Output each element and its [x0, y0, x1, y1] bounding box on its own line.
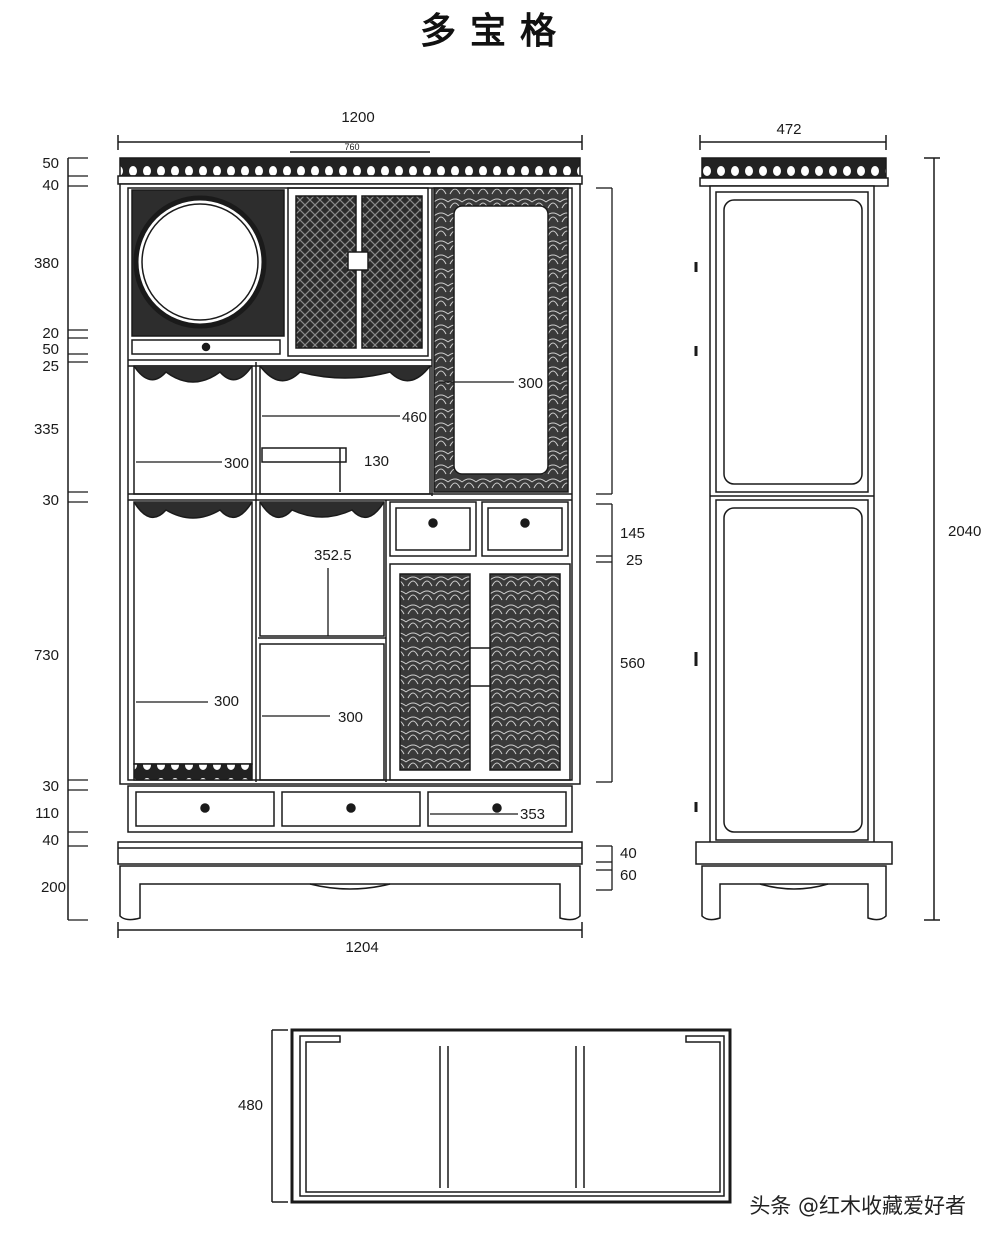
door-lock-plate [347, 251, 369, 271]
round-window-inner [141, 203, 259, 321]
side-dimension-labels: 472 2040 [776, 121, 981, 540]
plan-outer [290, 1028, 732, 1204]
base-legs [119, 865, 581, 921]
dim-left-6: 335 [34, 421, 59, 438]
dim-width-top-inner: 760 [344, 142, 359, 152]
side-frame [709, 185, 875, 845]
drawer-pull-icon [428, 518, 438, 528]
dim-drawer-width: 353 [520, 806, 545, 823]
crown-molding [117, 175, 583, 185]
dim-left-10: 110 [35, 805, 59, 822]
dim-round-niche-width: 300 [518, 375, 543, 392]
dim-left-12: 200 [41, 879, 66, 896]
carved-apron-left [133, 365, 253, 383]
dim-left-8: 730 [34, 647, 59, 664]
dim-left-lower-width: 300 [214, 693, 239, 710]
dim-center-lower-width: 300 [338, 709, 363, 726]
dim-left-2: 380 [34, 255, 59, 272]
dim-plan-depth: 480 [238, 1097, 263, 1114]
dim-width-bottom: 1204 [345, 939, 378, 956]
bottom-drawer-3 [427, 791, 567, 827]
dim-left-0: 50 [42, 155, 59, 172]
small-drawer-right [481, 501, 569, 557]
lattice-door-right [361, 195, 423, 349]
dim-right-4: 60 [620, 867, 637, 884]
inner-leaders [136, 381, 518, 815]
lattice-cabinet [287, 187, 429, 357]
dim-left-3: 20 [42, 325, 59, 342]
side-base-platform [695, 841, 893, 865]
base-apron [309, 883, 391, 890]
dim-left-shelf-width: 300 [224, 455, 249, 472]
side-view [694, 135, 940, 921]
carved-apron-lower-center [259, 501, 385, 519]
side-upper-panel-frame [715, 191, 869, 493]
small-drawer-left [389, 501, 477, 557]
dim-width-top: 1200 [341, 109, 374, 126]
dim-open-shelf-width: 460 [402, 409, 427, 426]
dim-left-4: 50 [42, 341, 59, 358]
lower-bead-rail [133, 763, 253, 781]
lattice-door-icon [295, 195, 357, 349]
bottom-drawer-1 [135, 791, 275, 827]
drawer-pull-icon [201, 342, 211, 352]
lower-center-niche-bottom [259, 643, 385, 781]
side-upper-panel [723, 199, 863, 485]
front-dimension-labels: 1200 760 1204 50 40 380 20 50 25 335 30 … [34, 109, 645, 956]
drawer-pull-icon [492, 803, 502, 813]
carved-apron-center [259, 365, 431, 382]
dim-side-depth: 472 [776, 121, 801, 138]
dim-right-2: 560 [620, 655, 645, 672]
drawer-pull-icon [520, 518, 530, 528]
crown-bead-rail [119, 157, 581, 177]
dim-left-9: 30 [42, 778, 59, 795]
carved-crane-panel-icon [399, 573, 471, 771]
side-lower-panel [723, 507, 863, 833]
dim-left-7: 30 [42, 492, 59, 509]
dim-center-height: 352.5 [314, 547, 352, 564]
dim-left-5: 25 [42, 358, 59, 375]
dim-chain-right [596, 187, 613, 891]
side-crown-bead-rail [701, 157, 887, 179]
dim-ticks-left [68, 157, 88, 921]
dim-total-height: 2040 [948, 523, 981, 540]
plan-dimension-labels: 480 [238, 1097, 263, 1114]
carved-apron-lower-left [133, 501, 253, 519]
drawing-title: 多宝格 [419, 10, 570, 52]
dim-right-1: 25 [626, 552, 643, 569]
bottom-drawer-2 [281, 791, 421, 827]
dim-right-3: 40 [620, 845, 637, 862]
drawer-pull-icon [200, 803, 210, 813]
plan-inner-frame [299, 1035, 725, 1197]
side-base-legs [701, 865, 887, 921]
side-lower-panel-frame [715, 499, 869, 841]
drawer-pull-icon [346, 803, 356, 813]
dim-left-11: 40 [42, 832, 59, 849]
front-view [67, 135, 613, 938]
watermark: 头条 @红木收藏爱好者 [749, 1194, 966, 1218]
dim-shelf-height: 130 [364, 453, 389, 470]
base-platform [117, 841, 583, 865]
door-hinge-plate [469, 647, 491, 687]
dim-left-1: 40 [42, 177, 59, 194]
carved-cabinet [389, 563, 571, 781]
carved-crane-panel-right [489, 573, 561, 771]
dim-right-0: 145 [620, 525, 645, 542]
tall-open-niche [453, 205, 549, 475]
plan-view [271, 1028, 732, 1204]
small-shelf [261, 447, 347, 463]
